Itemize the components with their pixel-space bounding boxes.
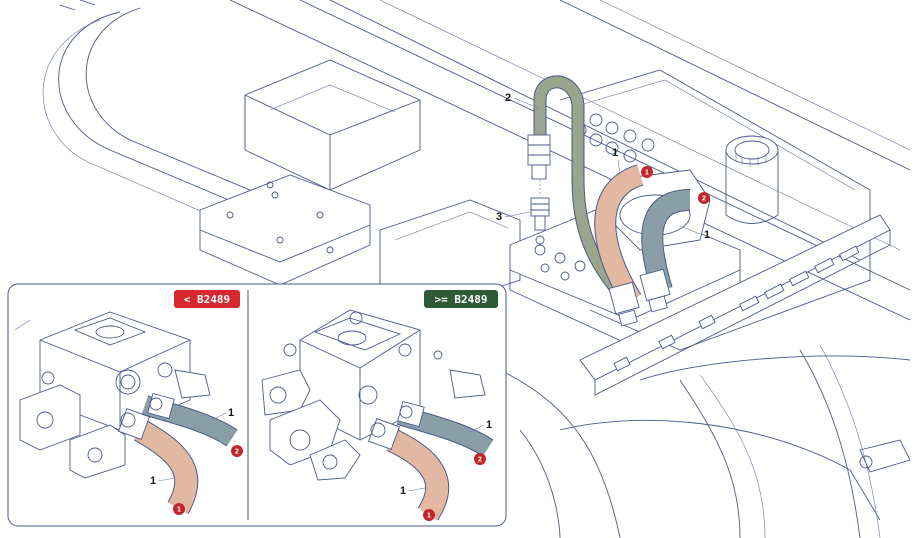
tank-filler-neck [725, 135, 779, 224]
inset-panel: < B2489 >= B2489 [7, 283, 507, 527]
inset-right-label-1-pink: 1 [400, 485, 406, 497]
valve-after [261, 309, 486, 481]
inset-left-label-1-grey: 1 [228, 407, 234, 419]
label-fitting-3: 3 [496, 211, 502, 223]
inset-right-marker-1 [423, 509, 435, 521]
inset-left-marker-2 [231, 445, 243, 457]
svg-text:2: 2 [702, 196, 706, 203]
inset-left-hoses [118, 392, 238, 515]
svg-text:< B2489: < B2489 [184, 293, 230, 306]
badge-after-b2489: >= B2489 [424, 290, 498, 308]
label-hose-1-pink: 1 [612, 147, 618, 159]
label-hose-2: 2 [505, 92, 511, 104]
inset-left-marker-1 [173, 503, 185, 515]
fitting-3 [530, 180, 550, 245]
inset-left-label-1-pink: 1 [150, 475, 156, 487]
inset-right-label-1-grey: 1 [486, 419, 492, 431]
svg-text:>= B2489: >= B2489 [435, 293, 488, 306]
svg-text:2: 2 [478, 457, 482, 464]
rail-fittings [613, 245, 860, 372]
inset-right-hoses [368, 400, 494, 521]
marker-2-main [698, 192, 710, 204]
main-hoses [527, 75, 691, 327]
label-hose-1-grey: 1 [704, 229, 710, 241]
svg-text:2: 2 [235, 449, 239, 456]
badge-before-b2489: < B2489 [174, 290, 240, 308]
machine-frame-lineart [42, 0, 911, 538]
inset-right-marker-2 [474, 453, 486, 465]
marker-1-main [641, 166, 653, 178]
svg-text:1: 1 [427, 513, 431, 520]
svg-text:1: 1 [645, 170, 649, 177]
main-callouts: 2 3 1 1 1 2 [496, 92, 710, 241]
svg-text:1: 1 [177, 507, 181, 514]
